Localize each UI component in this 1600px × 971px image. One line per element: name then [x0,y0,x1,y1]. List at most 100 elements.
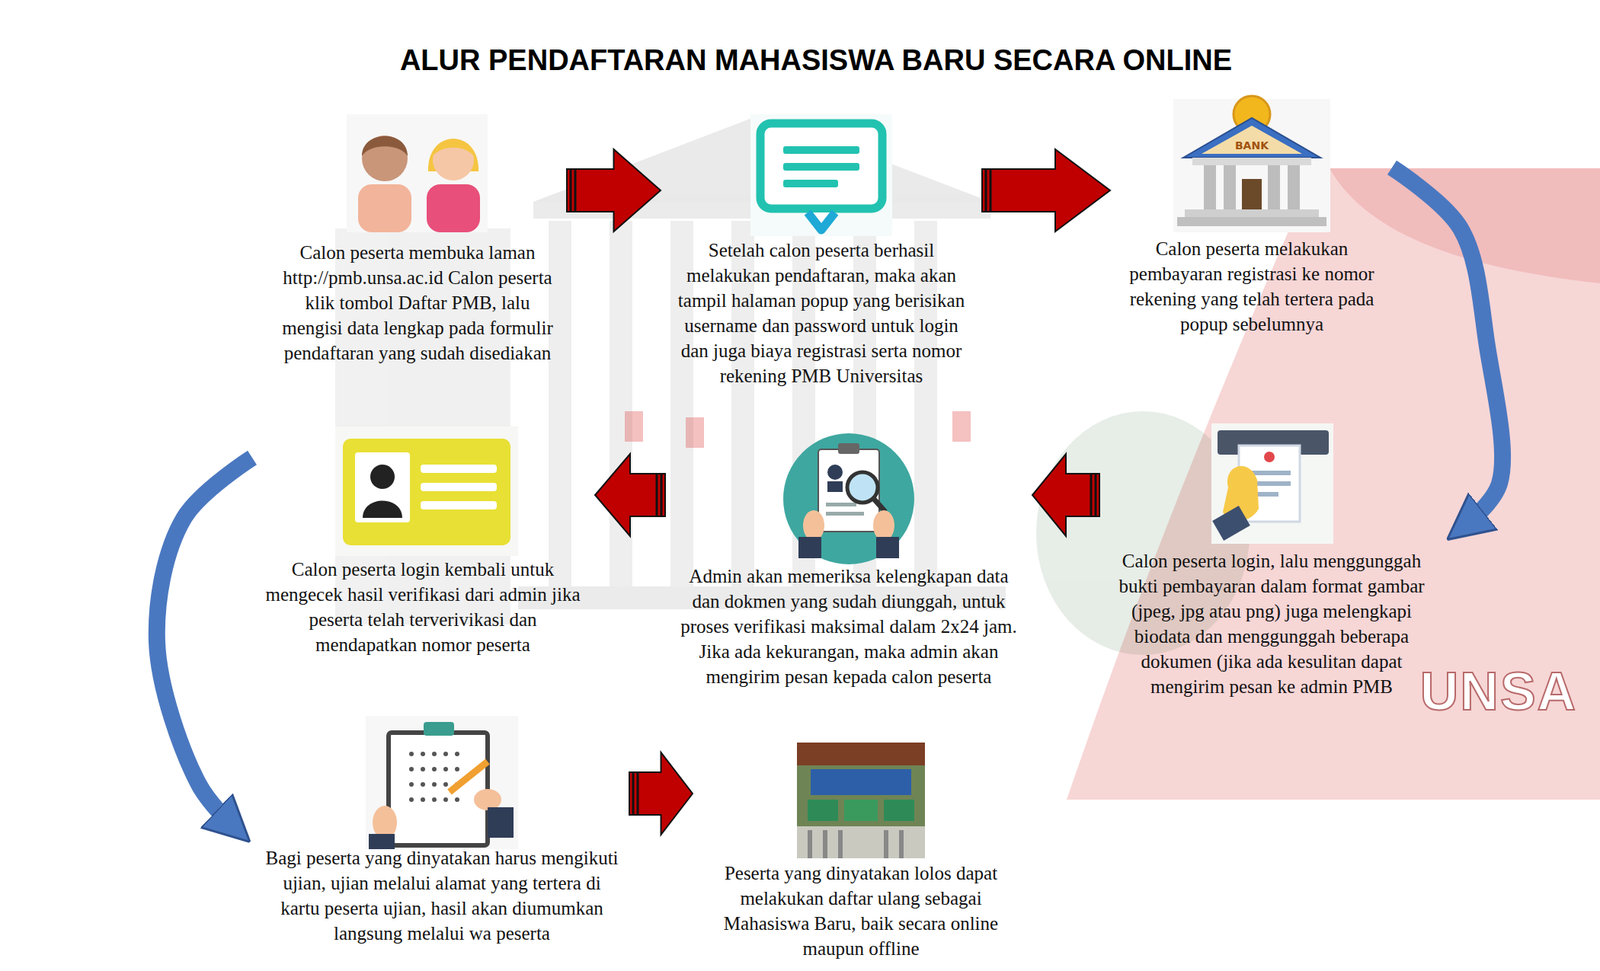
bank-icon [1203,165,1216,210]
bank-icon [1201,125,1303,154]
verification-icon [825,502,857,507]
id-card-icon [420,464,497,474]
upload-icon [1264,451,1275,463]
flag-decoration [952,411,971,442]
arrow-stripe [656,473,659,517]
people-icon [432,139,474,157]
verification-icon [803,510,825,541]
exam-icon [432,782,437,788]
id-card-icon [335,426,519,557]
popup-icon [783,146,860,154]
arrow-stripe [569,169,573,212]
process-step: Calon peserta melakukan pembayaran regis… [1114,99,1389,340]
bank-icon [1287,165,1300,210]
exam-icon [423,722,455,736]
bank-icon [1223,165,1236,210]
people-icon [361,136,408,157]
verification-icon [873,510,895,541]
campus-photo [899,830,904,859]
block-arrow [629,752,693,836]
popup-icon [807,212,836,231]
campus-photo [883,830,889,859]
upload-icon [1212,505,1251,541]
arrow-stripe [1094,473,1098,517]
id-card-icon [362,501,403,519]
exam-icon [368,834,395,850]
campus-photo [883,800,915,822]
arrow-stripe [989,169,992,212]
popup-icon [750,114,893,237]
verification-icon [798,537,822,559]
id-card-icon [342,438,511,546]
arrow-stripe [985,169,988,212]
exam-icon [454,752,460,757]
bank-icon [1241,179,1262,210]
process-step: Calon peserta membuka laman http://pmb.u… [272,114,563,369]
block-arrow [982,149,1111,232]
step-text: Calon peserta login, lalu menggunggah bu… [1108,548,1435,700]
curved-arrow [156,457,253,827]
flag-decoration [624,411,644,442]
people-icon [361,135,408,182]
exam-icon [443,797,448,803]
people-icon [346,114,488,233]
block-arrow [1032,454,1100,537]
block-arrow [595,454,666,537]
id-card-icon [335,426,519,557]
campus-photo [796,742,925,859]
exam-icon [409,752,414,757]
block-arrow [595,454,666,537]
block-arrow [1032,454,1100,537]
block-arrow [982,149,1111,232]
people-icon [432,139,474,181]
verification-icon [783,433,915,565]
exam-icon [487,807,514,839]
exam-icon [420,752,426,757]
upload-icon [1211,423,1334,544]
campus-photo [807,830,813,859]
process-step: Calon peserta login kembali untuk mengec… [255,423,591,661]
exam-icon [432,767,437,772]
verification-icon [818,449,880,532]
id-card-icon [420,501,497,510]
bank-sign-text: BANK [1221,139,1283,152]
arrow-stripe [1090,473,1093,517]
id-card-icon [355,452,410,523]
exam-icon [420,782,426,788]
exam-icon [454,797,460,803]
id-card-icon [420,483,497,492]
arrow-stripe [574,169,577,212]
bank-icon [1177,217,1327,227]
people-icon [346,114,488,233]
process-step: Peserta yang dinyatakan lolos dapat mela… [697,739,1025,965]
step-text: Admin akan memeriksa kelengkapan data da… [674,563,1024,690]
step-text: Calon peserta melakukan pembayaran regis… [1119,236,1385,337]
process-step: Setelah calon peserta berhasil melakukan… [665,106,978,392]
campus-photo [822,830,828,859]
exam-icon [420,797,426,803]
step-text: Setelah calon peserta berhasil melakukan… [669,237,973,389]
campus-photo [796,826,925,859]
exam-icon [443,752,448,757]
people-icon [426,184,480,233]
popup-icon [760,123,883,209]
campus-photo [810,769,912,796]
process-step: Admin akan memeriksa kelengkapan data da… [669,430,1028,693]
bank-icon [1183,118,1321,158]
verification-icon [827,464,843,480]
exam-icon [443,782,448,788]
campus-photo [838,830,843,859]
arrow-stripe [636,772,640,816]
step-text: Calon peserta membuka laman http://pmb.u… [277,240,558,366]
exam-icon [409,782,414,788]
people-icon [358,184,412,233]
verification-icon [838,443,860,455]
exam-icon [449,761,488,793]
step-text: Peserta yang dinyatakan lolos dapat mela… [701,860,1021,962]
id-card-icon [370,464,395,490]
flag-decoration [624,411,971,448]
verification-icon [825,512,864,516]
curved-arrow [1392,167,1503,526]
